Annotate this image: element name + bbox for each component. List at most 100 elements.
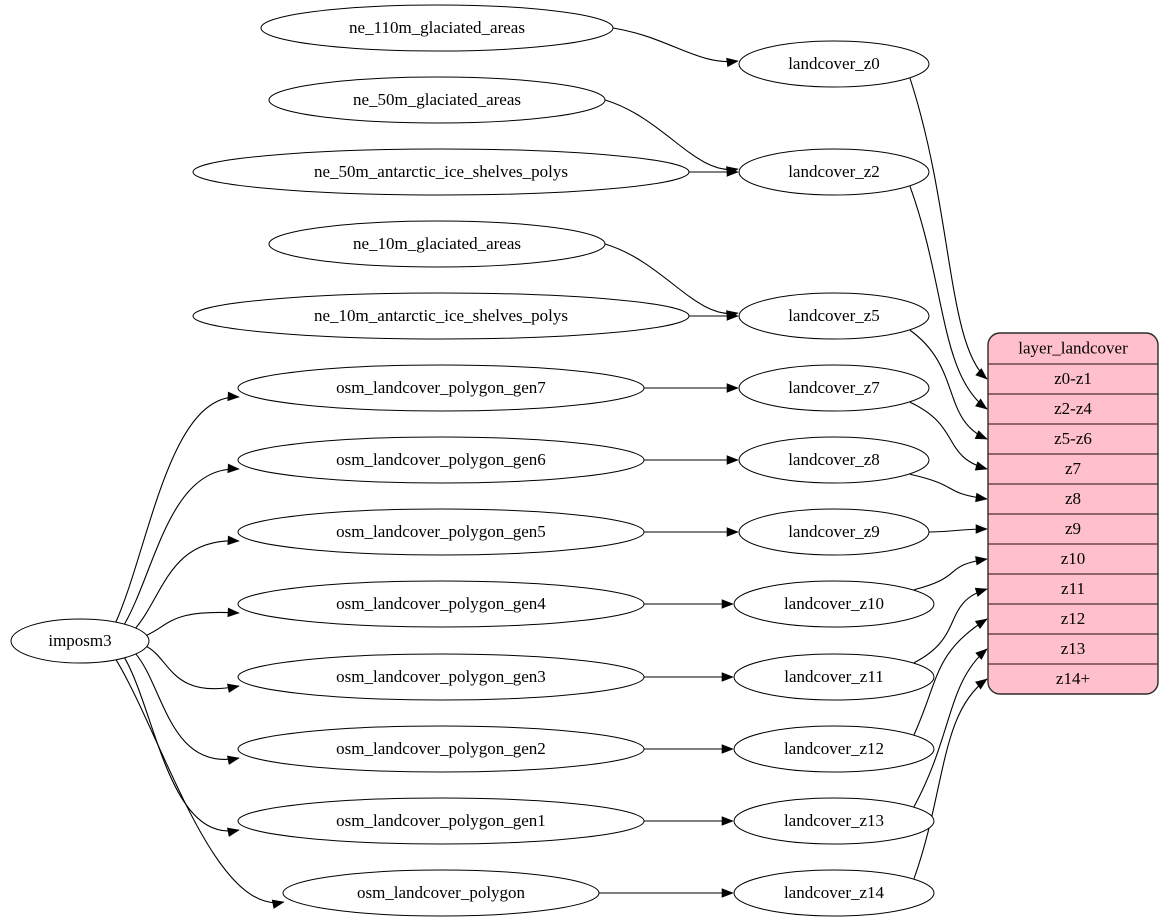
node-landcover_z9[interactable]: landcover_z9 <box>738 508 930 556</box>
layer-table-row-z13[interactable]: z13 <box>988 634 1158 664</box>
layer-table-row-label-z10: z10 <box>1061 549 1086 568</box>
node-shape-landcover_z8 <box>738 436 930 484</box>
node-ne_50m_antarctic_ice_shelves_polys[interactable]: ne_50m_antarctic_ice_shelves_polys <box>192 148 690 196</box>
node-landcover_z7[interactable]: landcover_z7 <box>738 364 930 412</box>
node-ne_50m_glaciated_areas[interactable]: ne_50m_glaciated_areas <box>268 76 606 124</box>
edge-imposm3-to-osm_landcover_polygon_gen4-arrowhead <box>227 607 240 618</box>
edge-ne_110m_glaciated_areas-to-landcover_z0 <box>612 27 739 63</box>
node-shape-landcover_z14 <box>733 869 935 917</box>
node-ne_10m_glaciated_areas[interactable]: ne_10m_glaciated_areas <box>268 220 606 268</box>
layer-table-row-z8[interactable]: z8 <box>988 484 1158 514</box>
node-label-ne_10m_antarctic_ice_shelves_polys: ne_10m_antarctic_ice_shelves_polys <box>314 306 568 325</box>
node-shape-landcover_z10 <box>733 580 935 628</box>
layer-table-row-label-z2-z4: z2-z4 <box>1054 399 1092 418</box>
node-landcover_z12[interactable]: landcover_z12 <box>733 725 935 773</box>
node-label-landcover_z10: landcover_z10 <box>784 594 884 613</box>
layer-table-row-z12[interactable]: z12 <box>988 604 1158 634</box>
layer-table-row-label-z12: z12 <box>1061 609 1086 628</box>
edge-landcover_z8-to-row-z8 <box>909 473 988 500</box>
layer-table-row-z10[interactable]: z10 <box>988 544 1158 574</box>
layer-table-row-z11[interactable]: z11 <box>988 574 1158 604</box>
edge-osm_landcover_polygon_gen2-to-landcover_z12-arrowhead <box>721 744 734 754</box>
edge-imposm3-to-osm_landcover_polygon_gen7-arrowhead <box>227 391 240 402</box>
node-osm_landcover_polygon_gen2[interactable]: osm_landcover_polygon_gen2 <box>237 725 645 773</box>
edge-landcover_z12-to-row-z12 <box>913 618 988 735</box>
edge-landcover_z2-to-row-z2-z4-arrowhead <box>975 398 988 410</box>
node-shape-ne_10m_antarctic_ice_shelves_polys <box>192 292 690 340</box>
layer-table-row-z7[interactable]: z7 <box>988 454 1158 484</box>
node-label-landcover_z0: landcover_z0 <box>788 54 880 73</box>
edge-imposm3-to-osm_landcover_polygon_gen4 <box>144 611 240 637</box>
node-landcover_z8[interactable]: landcover_z8 <box>738 436 930 484</box>
node-imposm3[interactable]: imposm3 <box>10 618 150 664</box>
node-label-landcover_z2: landcover_z2 <box>788 162 880 181</box>
edge-imposm3-to-osm_landcover_polygon <box>115 658 284 904</box>
node-osm_landcover_polygon_gen5[interactable]: osm_landcover_polygon_gen5 <box>237 508 645 556</box>
node-landcover_z13[interactable]: landcover_z13 <box>733 797 935 845</box>
node-shape-osm_landcover_polygon_gen2 <box>237 725 645 773</box>
node-ne_110m_glaciated_areas[interactable]: ne_110m_glaciated_areas <box>260 4 614 52</box>
edge-osm_landcover_polygon_gen1-to-landcover_z13-arrowhead <box>721 816 734 826</box>
node-label-landcover_z12: landcover_z12 <box>784 739 884 758</box>
layer-table-row-z0-z1[interactable]: z0-z1 <box>988 364 1158 394</box>
node-shape-osm_landcover_polygon_gen7 <box>237 364 645 412</box>
layer-table-row-label-z7: z7 <box>1065 459 1082 478</box>
node-label-osm_landcover_polygon_gen1: osm_landcover_polygon_gen1 <box>336 811 546 830</box>
edge-landcover_z14-to-row-z14+-arrowhead <box>975 678 988 690</box>
edge-landcover_z8-to-row-z8-arrowhead <box>975 492 988 503</box>
node-shape-landcover_z7 <box>738 364 930 412</box>
node-osm_landcover_polygon_gen4[interactable]: osm_landcover_polygon_gen4 <box>237 580 645 628</box>
node-shape-landcover_z9 <box>738 508 930 556</box>
node-landcover_z5[interactable]: landcover_z5 <box>738 292 930 340</box>
layer-table-row-label-z9: z9 <box>1065 519 1081 538</box>
node-label-ne_50m_glaciated_areas: ne_50m_glaciated_areas <box>353 90 521 109</box>
layer-table-row-label-z5-z6: z5-z6 <box>1054 429 1092 448</box>
node-label-ne_110m_glaciated_areas: ne_110m_glaciated_areas <box>349 18 525 37</box>
node-osm_landcover_polygon[interactable]: osm_landcover_polygon <box>282 869 600 917</box>
edge-osm_landcover_polygon_gen5-to-landcover_z9-arrowhead <box>726 527 739 537</box>
node-label-osm_landcover_polygon: osm_landcover_polygon <box>357 883 526 902</box>
layer-table-row-z5-z6[interactable]: z5-z6 <box>988 424 1158 454</box>
node-shape-osm_landcover_polygon_gen5 <box>237 508 645 556</box>
node-label-landcover_z5: landcover_z5 <box>788 306 880 325</box>
node-shape-osm_landcover_polygon_gen3 <box>237 653 645 701</box>
layer-table-row-label-z14+: z14+ <box>1056 669 1090 688</box>
node-shape-landcover_z5 <box>738 292 930 340</box>
node-landcover_z2[interactable]: landcover_z2 <box>738 148 930 196</box>
node-osm_landcover_polygon_gen7[interactable]: osm_landcover_polygon_gen7 <box>237 364 645 412</box>
node-shape-ne_10m_glaciated_areas <box>268 220 606 268</box>
edge-landcover_z0-to-row-z0-z1 <box>909 78 988 380</box>
node-shape-landcover_z0 <box>738 40 930 88</box>
edge-osm_landcover_polygon-to-landcover_z14-arrowhead <box>721 888 734 898</box>
node-shape-osm_landcover_polygon_gen1 <box>237 797 645 845</box>
layer-table-row-z14+[interactable]: z14+ <box>988 664 1158 694</box>
node-osm_landcover_polygon_gen3[interactable]: osm_landcover_polygon_gen3 <box>237 653 645 701</box>
node-landcover_z10[interactable]: landcover_z10 <box>733 580 935 628</box>
node-label-osm_landcover_polygon_gen6: osm_landcover_polygon_gen6 <box>336 450 546 469</box>
node-osm_landcover_polygon_gen1[interactable]: osm_landcover_polygon_gen1 <box>237 797 645 845</box>
node-shape-osm_landcover_polygon <box>282 869 600 917</box>
edge-imposm3-to-osm_landcover_polygon_gen6 <box>123 468 240 626</box>
edge-imposm3-to-osm_landcover_polygon_gen3-arrowhead <box>227 683 240 693</box>
node-shape-ne_50m_glaciated_areas <box>268 76 606 124</box>
nodes-layer: ne_110m_glaciated_areas ne_50m_glaciated_… <box>10 4 935 917</box>
node-label-osm_landcover_polygon_gen7: osm_landcover_polygon_gen7 <box>336 378 546 397</box>
edge-osm_landcover_polygon_gen6-to-landcover_z8-arrowhead <box>726 455 739 465</box>
node-shape-landcover_z11 <box>733 653 935 701</box>
node-osm_landcover_polygon_gen6[interactable]: osm_landcover_polygon_gen6 <box>237 436 645 484</box>
layer-table-row-z2-z4[interactable]: z2-z4 <box>988 394 1158 424</box>
node-landcover_z14[interactable]: landcover_z14 <box>733 869 935 917</box>
edge-imposm3-to-osm_landcover_polygon_gen1-arrowhead <box>227 827 240 837</box>
node-shape-landcover_z2 <box>738 148 930 196</box>
node-label-ne_50m_antarctic_ice_shelves_polys: ne_50m_antarctic_ice_shelves_polys <box>314 162 568 181</box>
edge-landcover_z13-to-row-z13-arrowhead <box>975 648 988 660</box>
node-label-osm_landcover_polygon_gen5: osm_landcover_polygon_gen5 <box>336 522 546 541</box>
edge-landcover_z14-to-row-z14+ <box>913 678 988 879</box>
node-landcover_z11[interactable]: landcover_z11 <box>733 653 935 701</box>
edge-imposm3-to-osm_landcover_polygon_gen3 <box>144 645 240 690</box>
layer-table-row-z9[interactable]: z9 <box>988 514 1158 544</box>
edge-ne_110m_glaciated_areas-to-landcover_z0-arrowhead <box>726 57 739 68</box>
node-ne_10m_antarctic_ice_shelves_polys[interactable]: ne_10m_antarctic_ice_shelves_polys <box>192 292 690 340</box>
node-landcover_z0[interactable]: landcover_z0 <box>738 40 930 88</box>
